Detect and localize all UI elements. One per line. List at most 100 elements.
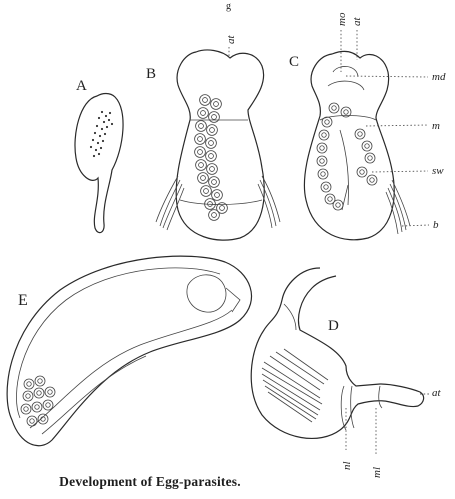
egg-ring — [198, 173, 209, 184]
egg-ring — [317, 156, 327, 166]
egg-ring-inner — [212, 213, 217, 218]
egg-ring — [195, 134, 206, 145]
figure-b-embryo — [156, 50, 280, 240]
egg-ring-inner — [320, 159, 325, 164]
egg-ring-inner — [199, 124, 204, 129]
egg-ring — [27, 416, 37, 426]
egg-ring-inner — [26, 394, 31, 399]
egg-ring-inner — [209, 141, 214, 146]
egg-ring-inner — [328, 197, 333, 202]
egg-ring-inner — [325, 120, 330, 125]
egg-ring — [355, 129, 365, 139]
figure-e-larva — [7, 256, 251, 446]
egg-ring — [212, 190, 223, 201]
egg-ring-inner — [215, 193, 220, 198]
egg-ring-inner — [24, 407, 29, 412]
egg-ring-inner — [210, 167, 215, 172]
egg-ring — [38, 414, 48, 424]
egg-ring-inner — [368, 156, 373, 161]
label-b-seta: b — [433, 219, 439, 231]
egg-ring-inner — [30, 419, 35, 424]
egg-ring-inner — [198, 137, 203, 142]
egg-ring-inner — [203, 98, 208, 103]
egg-ring — [195, 147, 206, 158]
egg-ring-inner — [35, 405, 40, 410]
egg-ring — [34, 388, 44, 398]
egg-ring — [196, 160, 207, 171]
egg-ring-inner — [209, 154, 214, 159]
figure-a-egg — [75, 94, 123, 233]
figure-caption: Development of Egg-parasites. — [0, 474, 300, 490]
egg-ring-inner — [370, 178, 375, 183]
egg-ring — [319, 130, 329, 140]
egg-ring — [329, 103, 339, 113]
egg-ring — [196, 121, 207, 132]
egg-ring — [206, 151, 217, 162]
label-d: D — [328, 318, 339, 334]
label-a: A — [76, 78, 87, 94]
egg-ring — [23, 391, 33, 401]
egg-ring-inner — [210, 128, 215, 133]
egg-ring-inner — [201, 176, 206, 181]
egg-ring — [209, 112, 220, 123]
egg-ring-inner — [332, 106, 337, 111]
egg-ring-inner — [204, 189, 209, 194]
label-b: B — [146, 66, 156, 82]
egg-ring — [35, 376, 45, 386]
label-e: E — [18, 292, 28, 309]
egg-ring — [207, 164, 218, 175]
egg-ring — [317, 143, 327, 153]
egg-ring-inner — [198, 150, 203, 155]
egg-ring — [24, 379, 34, 389]
label-sw: sw — [432, 165, 444, 177]
egg-ring-inner — [320, 146, 325, 151]
egg-ring — [207, 125, 218, 136]
egg-ring-inner — [212, 115, 217, 120]
egg-ring-inner — [336, 203, 341, 208]
label-c: C — [289, 54, 299, 70]
top-fragment: g — [226, 1, 231, 12]
egg-ring — [45, 387, 55, 397]
egg-ring — [21, 404, 31, 414]
label-at-b: at — [225, 35, 237, 45]
egg-ring — [365, 153, 375, 163]
egg-ring — [333, 200, 343, 210]
egg-ring — [206, 138, 217, 149]
egg-ring — [211, 99, 222, 110]
egg-ring — [209, 177, 220, 188]
egg-ring — [209, 210, 220, 221]
label-ml: ml — [371, 467, 383, 478]
egg-ring — [362, 141, 372, 151]
label-m: m — [432, 120, 440, 132]
egg-ring-inner — [220, 206, 225, 211]
egg-ring-inner — [48, 390, 53, 395]
label-at-d: at — [432, 387, 442, 399]
label-nl: nl — [341, 461, 353, 470]
egg-ring-inner — [322, 133, 327, 138]
label-at-c: at — [351, 17, 363, 27]
egg-ring — [198, 108, 209, 119]
egg-ring-inner — [38, 379, 43, 384]
figure-c-embryo — [304, 51, 410, 239]
egg-ring-inner — [360, 170, 365, 175]
egg-ring-inner — [199, 163, 204, 168]
label-md: md — [432, 71, 446, 83]
label-mo: mo — [336, 12, 348, 26]
egg-ring — [367, 175, 377, 185]
egg-ring-inner — [321, 172, 326, 177]
egg-ring-inner — [37, 391, 42, 396]
egg-ring-inner — [214, 102, 219, 107]
egg-ring — [32, 402, 42, 412]
egg-ring-inner — [365, 144, 370, 149]
egg-ring — [357, 167, 367, 177]
egg-ring-inner — [212, 180, 217, 185]
egg-ring-inner — [46, 403, 51, 408]
egg-ring — [322, 117, 332, 127]
egg-ring-inner — [324, 185, 329, 190]
egg-ring-inner — [358, 132, 363, 137]
egg-ring-inner — [27, 382, 32, 387]
egg-ring — [43, 400, 53, 410]
egg-ring — [201, 186, 212, 197]
egg-ring-inner — [344, 110, 349, 115]
